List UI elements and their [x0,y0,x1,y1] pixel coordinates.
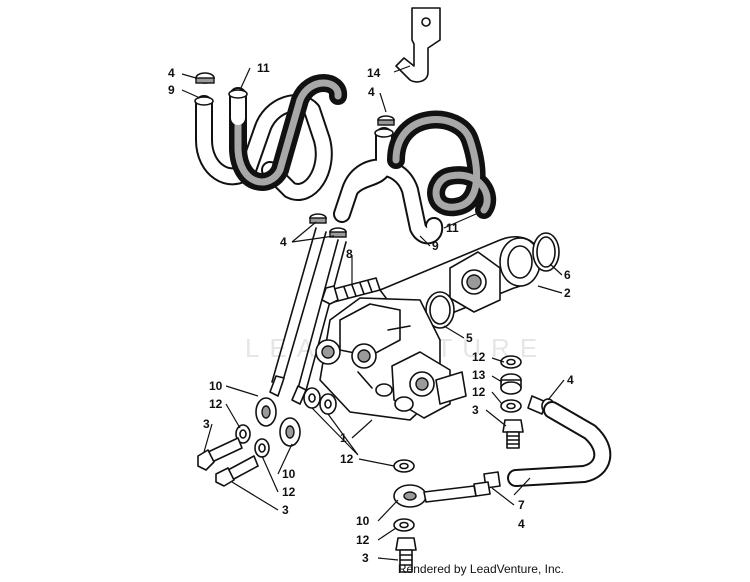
washer-part-12-left [235,424,270,458]
callout-9-right: 9 [432,239,439,253]
callout-10-bottom: 10 [356,514,370,528]
washer-part-12-right-upper [500,355,522,369]
oil-pump-part-1 [315,297,467,421]
callout-labels: 14 11 4 9 4 4 11 9 8 6 2 5 12 13 12 3 4 … [168,61,574,565]
callout-4-top-left: 4 [168,66,175,80]
bracket-part-14 [395,7,441,83]
callout-6: 6 [564,268,571,282]
banjo-fitting-part-10-left [255,375,307,447]
callout-3-right: 3 [472,403,479,417]
banjo-fitting-part-10-bottom [393,481,491,508]
o-ring-part-6 [532,232,560,272]
callout-3-left: 3 [203,417,210,431]
clamp-part-4-top-right [377,115,395,126]
callout-13: 13 [472,368,486,382]
callout-9-top-left: 9 [168,83,175,97]
callout-12-right-lower: 12 [472,385,486,399]
callout-4-mid: 4 [280,235,287,249]
callout-14: 14 [367,66,381,80]
hose-part-9-right [333,127,444,245]
spacer-part-13 [500,373,522,395]
callout-4-right: 4 [567,373,574,387]
callout-12-right-upper: 12 [472,350,486,364]
callout-11-top: 11 [257,61,270,75]
banjo-bolt-part-3-left [197,437,259,487]
callout-4-bottom: 4 [518,517,525,531]
clamp-part-4-top-left [195,72,215,84]
bolt-part-3-right [502,419,524,449]
leader-lines [181,65,565,561]
callout-8: 8 [346,247,353,261]
callout-4-top-right: 4 [368,85,375,99]
callout-11-right: 11 [446,221,459,235]
hose-part-11-left [228,74,347,191]
hose-part-7 [507,401,612,487]
bolt-part-3-bottom [395,537,417,573]
callout-12-center: 12 [340,452,354,466]
render-credit: Rendered by LeadVenture, Inc. [397,562,564,576]
callout-1: 1 [340,431,347,445]
hose-part-9-left [194,94,333,201]
clamp-part-4-mid [309,213,347,238]
callout-10-left: 10 [209,379,223,393]
callout-10-mid: 10 [282,467,296,481]
callout-12-mid: 12 [282,485,296,499]
callout-2: 2 [564,286,571,300]
rigid-tube [271,227,347,399]
washer-part-12-right-lower [500,399,522,413]
callout-12-bottom: 12 [356,533,370,547]
callout-3-bottom: 3 [362,551,369,565]
washer-part-12-bottom-lower [393,518,415,532]
callout-5: 5 [466,331,473,345]
washer-part-12-bottom-upper [393,459,415,473]
callout-12-left: 12 [209,397,223,411]
o-ring-part-5 [425,291,455,329]
callout-7: 7 [518,498,525,512]
hose-part-11-right [387,110,497,219]
bolt-part-8 [321,277,381,305]
callout-3-mid: 3 [282,503,289,517]
